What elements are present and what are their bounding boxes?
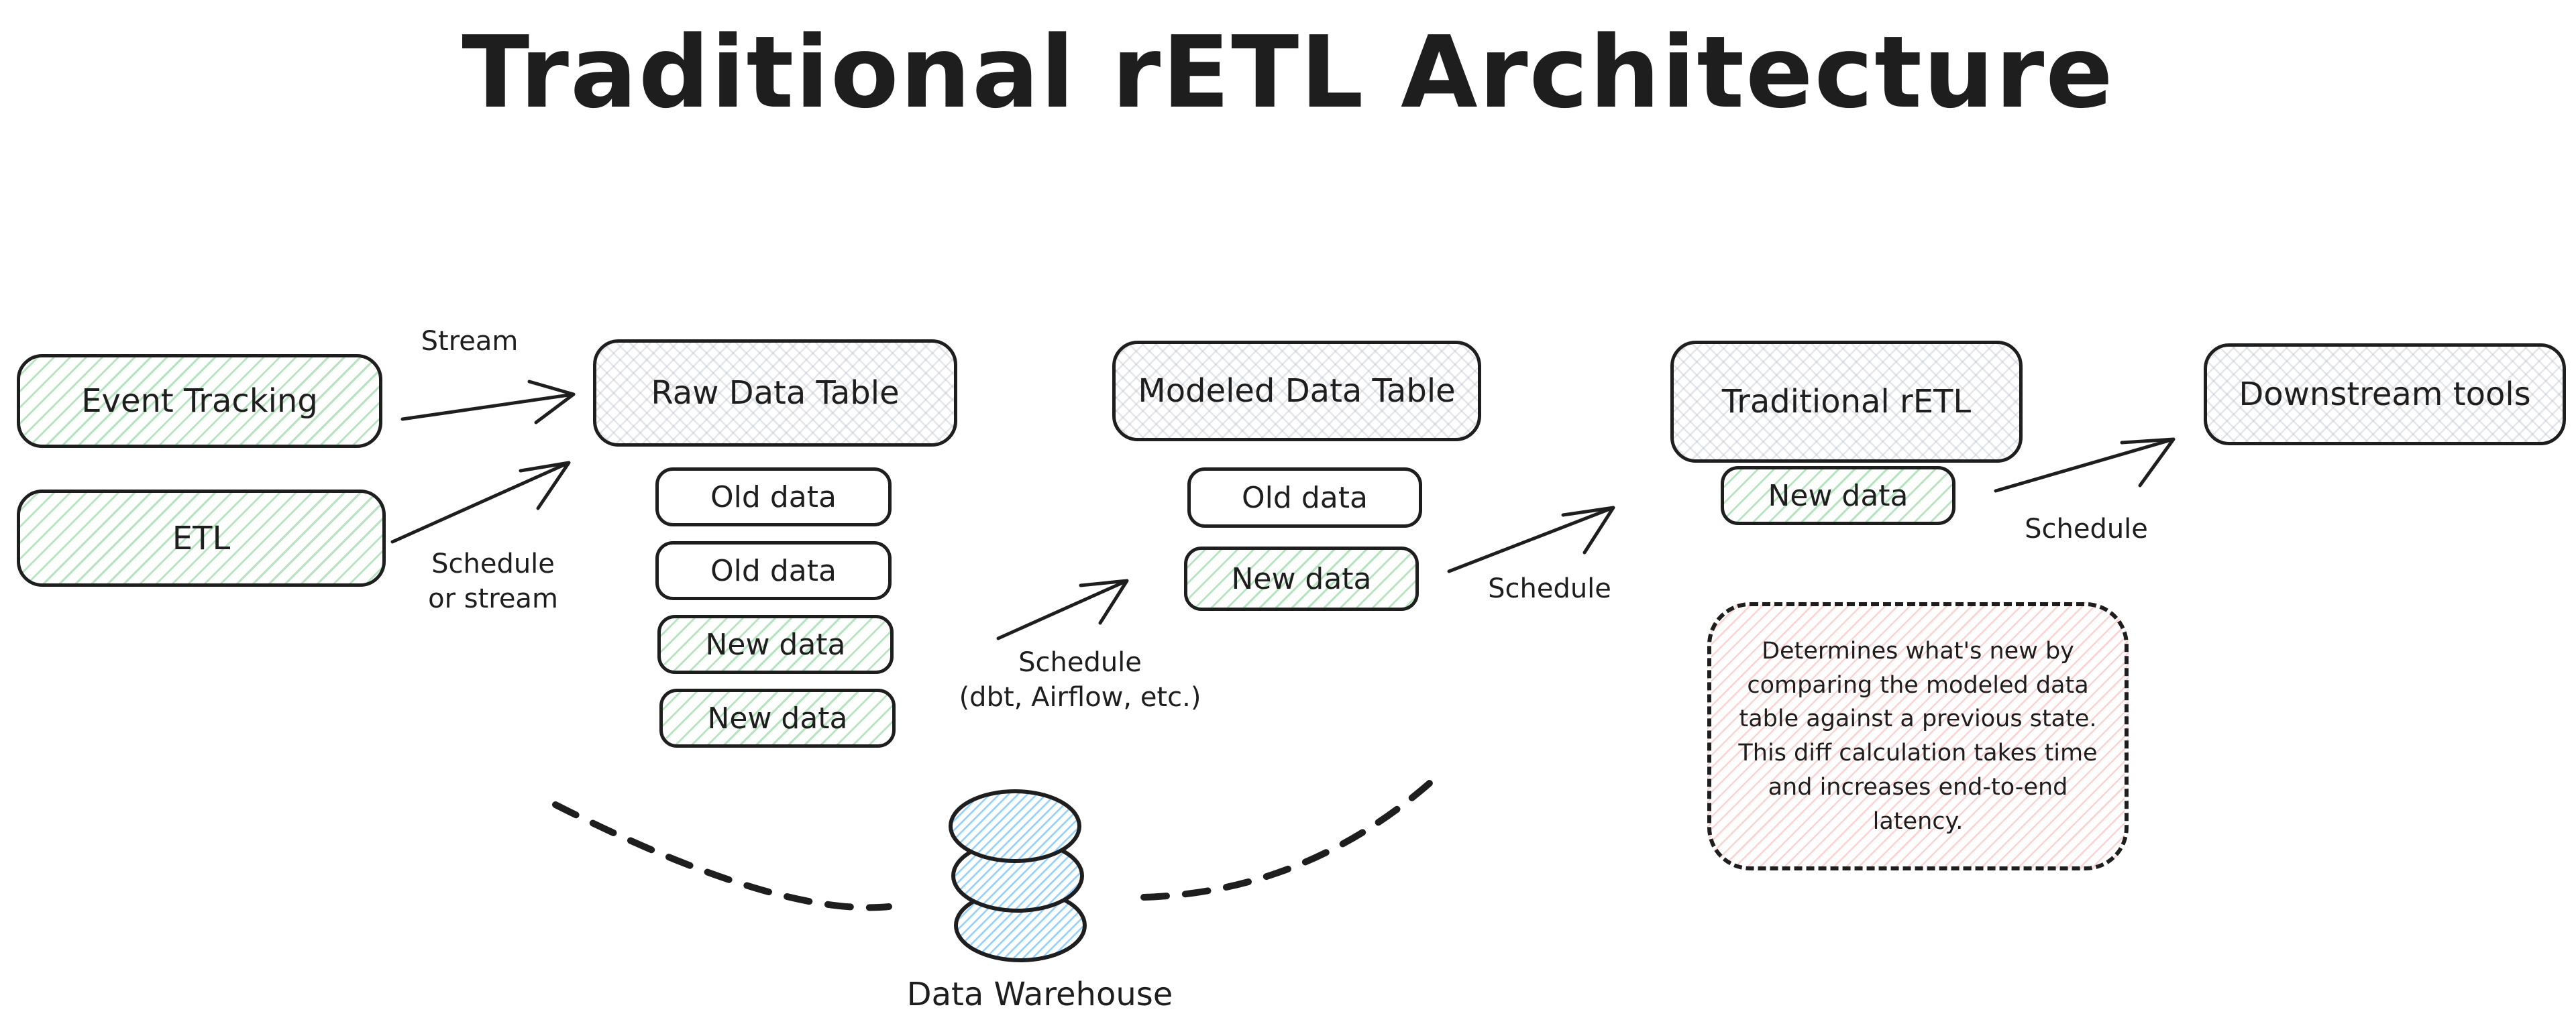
raw-row-new-data-2: New data [659, 689, 896, 748]
arrow-event-tracking-to-raw-table [400, 380, 576, 424]
raw-row-new-data-2-label: New data [707, 701, 848, 736]
modeled-row-old-data: Old data [1187, 467, 1422, 528]
node-modeled-data-table-label: Modeled Data Table [1138, 372, 1456, 410]
raw-row-old-data-1-label: Old data [710, 479, 837, 514]
arrow-etl-to-raw-table [390, 461, 571, 544]
node-event-tracking-label: Event Tracking [81, 382, 318, 420]
raw-row-new-data-1: New data [657, 615, 894, 674]
edge-label-stream: Stream [421, 326, 519, 357]
arrow-modeled-to-retl [1447, 506, 1615, 573]
node-modeled-data-table: Modeled Data Table [1112, 341, 1481, 441]
edge-label-schedule-or-stream-line2: or stream [428, 583, 558, 614]
retl-note-text: Determines what's new by comparing the m… [1738, 637, 2098, 835]
edge-label-schedule-retl-to-downstream: Schedule [2025, 514, 2148, 545]
arrow-schedule-to-modeled-table [996, 579, 1129, 640]
node-raw-data-table-label: Raw Data Table [651, 374, 900, 412]
raw-row-old-data-1: Old data [655, 467, 892, 526]
modeled-row-old-data-label: Old data [1242, 480, 1368, 515]
edge-label-schedule-dbt: Schedule (dbt, Airflow, etc.) [946, 645, 1214, 715]
node-traditional-retl-label: Traditional rETL [1721, 383, 1972, 420]
raw-row-old-data-2-label: Old data [710, 553, 837, 588]
edge-label-schedule-or-stream-line1: Schedule [431, 549, 555, 579]
node-etl: ETL [17, 490, 386, 587]
page-title: Traditional rETL Architecture [462, 15, 2114, 130]
node-etl-label: ETL [172, 519, 231, 557]
data-warehouse-icon [949, 789, 1087, 962]
raw-row-old-data-2: Old data [655, 541, 892, 600]
raw-row-new-data-1-label: New data [705, 627, 846, 662]
retl-row-new-data-label: New data [1768, 478, 1909, 513]
node-event-tracking: Event Tracking [17, 354, 382, 448]
node-raw-data-table: Raw Data Table [593, 339, 957, 447]
node-downstream-tools-label: Downstream tools [2239, 376, 2531, 413]
edge-label-schedule-dbt-line2: (dbt, Airflow, etc.) [959, 682, 1201, 713]
node-traditional-retl: Traditional rETL [1670, 341, 2023, 463]
retl-row-new-data: New data [1721, 466, 1955, 525]
retl-note: Determines what's new by comparing the m… [1707, 602, 2129, 870]
warehouse-scope-arc-right [1140, 775, 1439, 901]
edge-label-schedule-or-stream: Schedule or stream [399, 547, 587, 616]
data-warehouse-label: Data Warehouse [906, 976, 1173, 1013]
edge-label-schedule-dbt-line1: Schedule [1018, 647, 1142, 678]
arrow-retl-to-downstream [1994, 437, 2176, 493]
warehouse-scope-arc-left [552, 801, 892, 911]
node-downstream-tools: Downstream tools [2204, 343, 2566, 445]
modeled-row-new-data: New data [1184, 547, 1419, 611]
edge-label-schedule-modeled-to-retl: Schedule [1488, 573, 1611, 604]
modeled-row-new-data-label: New data [1231, 561, 1372, 596]
